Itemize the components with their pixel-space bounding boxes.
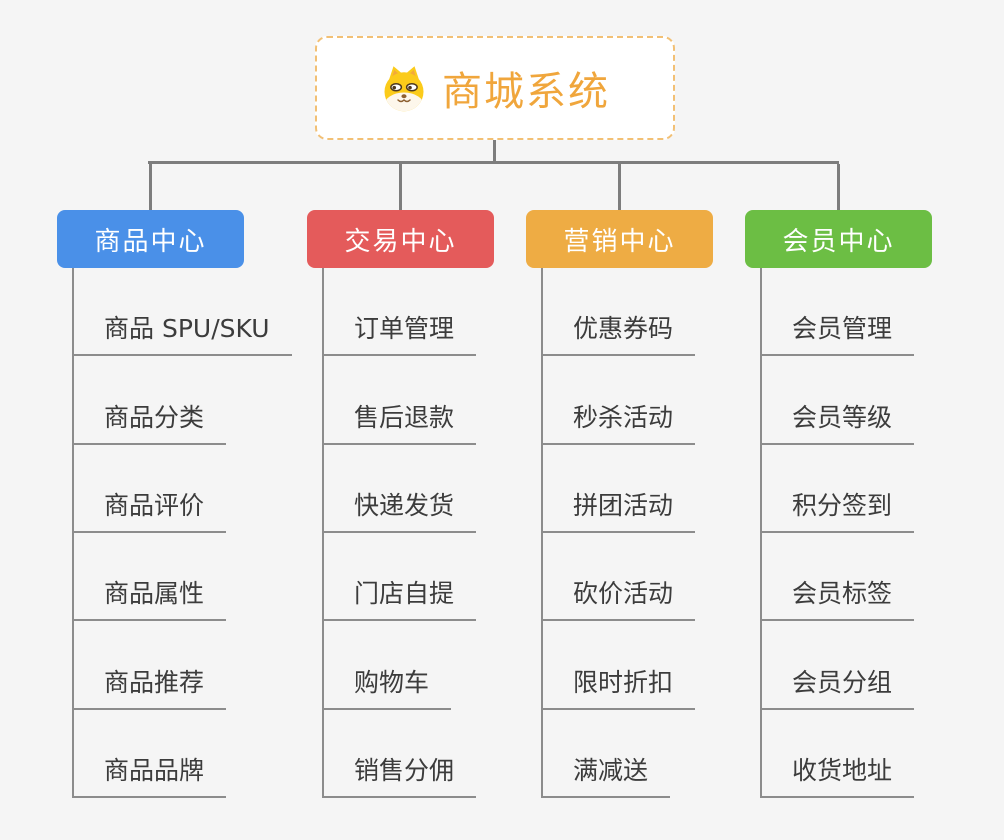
connector-drop-branch3 — [618, 164, 621, 210]
leaf-node[interactable]: 购物车 — [324, 621, 452, 710]
branch-node-marketing-center[interactable]: 营销中心 — [526, 210, 713, 268]
leaf-node[interactable]: 商品属性 — [74, 533, 227, 622]
leaf-node[interactable]: 优惠券码 — [543, 268, 696, 357]
branch-label: 营销中心 — [563, 226, 676, 257]
branch-node-product-center[interactable]: 商品中心 — [57, 210, 244, 268]
leaf-node[interactable]: 商品评价 — [74, 445, 227, 533]
root-node-mall-system[interactable]: 商城系统 — [315, 36, 675, 140]
leaf-node[interactable]: 满减送 — [543, 710, 671, 798]
connector-horizontal-bus — [148, 161, 839, 164]
branch-label: 交易中心 — [344, 226, 457, 257]
connector-drop-branch2 — [399, 164, 402, 210]
leaf-node[interactable]: 积分签到 — [762, 445, 915, 533]
connector-drop-branch4 — [837, 164, 840, 210]
leaf-column-trade-center: 订单管理 售后退款 快递发货 门店自提 购物车 销售分佣 — [322, 268, 477, 798]
leaf-node[interactable]: 收货地址 — [762, 710, 915, 798]
leaf-node[interactable]: 商品分类 — [74, 356, 227, 445]
leaf-node[interactable]: 拼团活动 — [543, 445, 696, 533]
leaf-column-member-center: 会员管理 会员等级 积分签到 会员标签 会员分组 收货地址 — [760, 268, 915, 798]
shiba-dog-icon — [384, 66, 424, 112]
leaf-node[interactable]: 会员分组 — [762, 621, 915, 710]
branch-label: 会员中心 — [782, 226, 895, 257]
leaf-node[interactable]: 销售分佣 — [324, 710, 477, 798]
branch-node-member-center[interactable]: 会员中心 — [745, 210, 932, 268]
leaf-node[interactable]: 限时折扣 — [543, 621, 696, 710]
leaf-node[interactable]: 快递发货 — [324, 445, 477, 533]
leaf-column-marketing-center: 优惠券码 秒杀活动 拼团活动 砍价活动 限时折扣 满减送 — [541, 268, 696, 798]
leaf-column-product-center: 商品 SPU/SKU 商品分类 商品评价 商品属性 商品推荐 商品品牌 — [72, 268, 292, 798]
leaf-node[interactable]: 会员等级 — [762, 356, 915, 445]
leaf-node[interactable]: 会员管理 — [762, 268, 915, 357]
root-title: 商城系统 — [442, 69, 610, 115]
leaf-node[interactable]: 商品品牌 — [74, 710, 227, 798]
leaf-node[interactable]: 秒杀活动 — [543, 356, 696, 445]
leaf-node[interactable]: 商品推荐 — [74, 621, 227, 710]
leaf-node[interactable]: 会员标签 — [762, 533, 915, 622]
branch-node-trade-center[interactable]: 交易中心 — [307, 210, 494, 268]
connector-root-stem — [493, 140, 496, 163]
leaf-node[interactable]: 订单管理 — [324, 268, 477, 357]
connector-drop-branch1 — [149, 164, 152, 210]
leaf-node[interactable]: 砍价活动 — [543, 533, 696, 622]
leaf-node[interactable]: 售后退款 — [324, 356, 477, 445]
leaf-node[interactable]: 商品 SPU/SKU — [74, 268, 292, 357]
branch-label: 商品中心 — [94, 226, 207, 257]
leaf-node[interactable]: 门店自提 — [324, 533, 477, 622]
